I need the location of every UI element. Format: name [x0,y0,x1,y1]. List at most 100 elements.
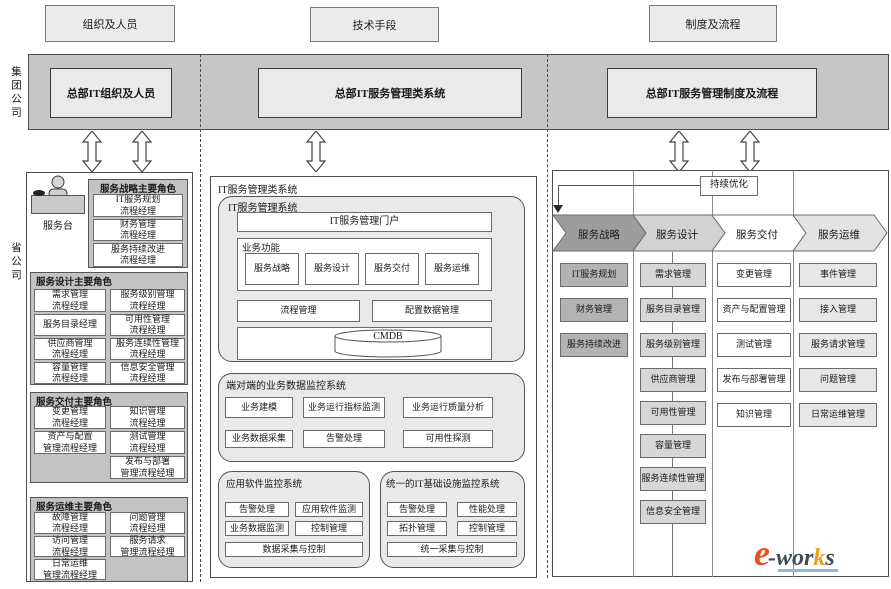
process-box: 服务请求管理 [799,333,877,357]
role-box: 知识管理 流程经理 [110,406,185,429]
eworks-logo-e: e [754,533,770,573]
systems-panel-title: IT服务管理类系统 [218,185,298,196]
column-divider [793,170,794,577]
process-box: 需求管理 [640,263,706,287]
down-arrowhead-icon [553,205,563,213]
double-arrow-icon [739,131,761,172]
app-monitoring-title: 应用软件监控系统 [226,480,303,490]
double-arrow-icon [131,131,153,172]
process-box: 服务连续性管理 [640,467,706,491]
feedback-line-vertical [558,185,559,206]
monitor-box: 拓扑管理 [387,521,447,536]
process-box: 接入管理 [799,298,877,322]
role-box: 服务级别管理 流程经理 [110,289,185,312]
role-box: 日常运维 管理流程经理 [34,558,106,580]
eworks-logo-underline [778,569,838,572]
monitor-box: 应用软件监测 [295,502,363,517]
cmdb-label: CMDB [373,331,403,342]
eworks-logo-s: s [825,545,835,571]
process-box: 信息安全管理 [640,500,706,524]
province-company-side-label: 省公司 [10,242,21,283]
cmdb-cylinder-icon [334,329,442,358]
role-box: 供应商管理 流程经理 [34,338,106,360]
e2e-monitoring-title: 端对端的业务数据监控系统 [226,381,346,392]
service-desk-label: 服务台 [43,221,73,232]
process-box: 服务级别管理 [640,333,706,357]
eworks-logo: e-works [754,532,888,574]
role-box: 可用性管理 流程经理 [110,314,185,336]
monitor-box: 告警处理 [303,430,385,448]
monitor-box: 业务运行质量分析 [403,397,493,418]
process-box: 财务管理 [560,298,628,322]
strategy-chevron-label: 服务战略 [578,230,620,241]
transition-chevron-label: 服务交付 [736,230,778,241]
role-box: 财务管理 流程经理 [93,219,183,241]
process-box: 知识管理 [717,403,791,427]
role-box: 服务目录经理 [34,314,106,336]
process-box: 发布与部署管理 [717,368,791,392]
design-chevron-label: 服务设计 [656,230,698,241]
monitor-box: 业务数据监测 [225,521,289,536]
role-box: 发布与部署 管理流程经理 [110,456,185,479]
itsm-portal-bar: IT服务管理门户 [237,212,492,232]
process-mgmt-box: 流程管理 [237,300,360,322]
infra-monitoring-title: 统一的IT基础设施监控系统 [386,480,500,490]
itsm-system-title: IT服务管理系统 [228,203,298,214]
dashed-separator-right [547,54,548,578]
role-box: 资产与配置 管理流程经理 [34,431,106,454]
process-box: IT服务规划 [560,263,628,287]
process-box: 资产与配置管理 [717,298,791,322]
role-box: 信息安全管理 流程经理 [110,362,185,384]
operation-chevron-label: 服务运维 [818,230,860,241]
process-box: 容量管理 [640,434,706,458]
column-divider [712,170,713,577]
monitor-box: 告警处理 [225,502,289,517]
config-data-mgmt-box: 配置数据管理 [372,300,492,322]
monitor-box: 告警处理 [387,502,447,517]
monitor-box: 业务运行指标监测 [303,397,385,418]
strategy-roles-title: 服务战略主要角色 [99,185,176,195]
monitor-box: 可用性探测 [403,430,493,448]
process-box: 可用性管理 [640,401,706,425]
design-roles-title: 服务设计主要角色 [36,278,113,288]
role-box: 变更管理 流程经理 [34,406,106,429]
role-box: IT服务规划 流程经理 [93,194,183,217]
function-box: 服务运维 [425,253,479,285]
process-box: 事件管理 [799,263,877,287]
operation-roles-title: 服务运维主要角色 [36,503,113,513]
double-arrow-icon [668,131,690,172]
function-box: 服务交付 [365,253,419,285]
process-box: 服务持续改进 [560,333,628,357]
process-box: 日常运维管理 [799,403,877,427]
phone-icon [33,190,45,196]
column-divider [633,170,634,577]
function-box: 服务战略 [245,253,299,285]
role-box: 服务连续性管理 流程经理 [110,338,185,360]
role-box: 服务持续改进 流程经理 [93,243,183,267]
process-box: 服务目录管理 [640,298,706,322]
feedback-line-horizontal [558,185,700,186]
double-arrow-icon [81,131,103,172]
service-desk-counter [31,195,85,214]
hq-it-org-box: 总部IT组织及人员 [50,68,172,118]
operation-chevron [792,214,888,252]
monitor-box: 业务数据采集 [225,430,293,448]
monitor-box: 性能处理 [457,502,517,517]
org-people-label-box: 组织及人员 [45,5,175,42]
process-box: 测试管理 [717,333,791,357]
dashed-separator-left [200,54,201,582]
process-box: 问题管理 [799,368,877,392]
function-box: 服务设计 [305,253,359,285]
tech-means-label-box: 技术手段 [310,7,439,42]
double-arrow-icon [305,131,327,172]
continuous-optimization-box: 持续优化 [700,176,758,196]
group-company-side-label: 集团公司 [10,66,21,120]
role-box: 故障管理 流程经理 [34,512,106,534]
process-system-label-box: 制度及流程 [649,5,777,42]
hq-itsm-systems-box: 总部IT服务管理类系统 [258,68,522,118]
transition-roles-title: 服务交付主要角色 [36,398,113,408]
role-box: 需求管理 流程经理 [34,289,106,312]
role-box: 服务请求 管理流程经理 [110,535,185,557]
role-box: 容量管理 流程经理 [34,362,106,384]
process-box: 供应商管理 [640,368,706,392]
